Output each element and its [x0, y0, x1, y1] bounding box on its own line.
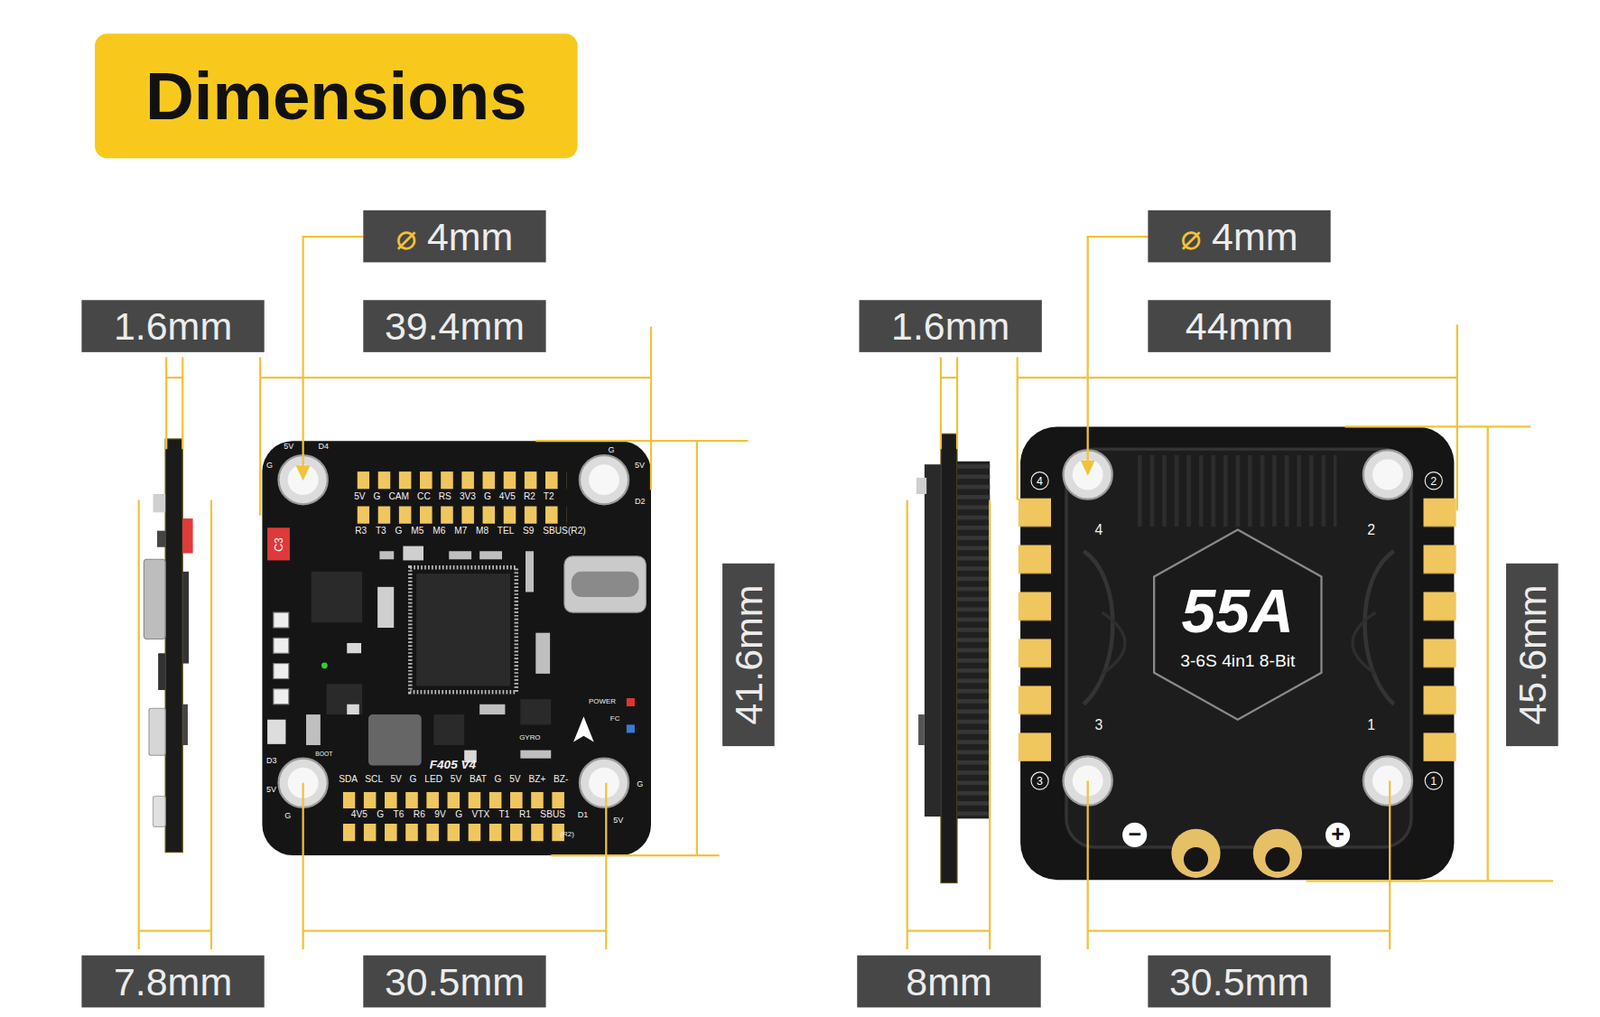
motor-number: 1 [1430, 774, 1437, 786]
corner-label: D3 [266, 757, 278, 766]
dimension-arrowheads [296, 460, 1096, 482]
motor-number: 2 [1430, 474, 1437, 486]
board-name: F405 V4 [429, 758, 476, 772]
diameter-symbol: ⌀ [1181, 218, 1202, 253]
dimension-tag: 8mm [856, 955, 1041, 1008]
diameter-symbol: ⌀ [396, 218, 418, 253]
component-label: C3 [272, 536, 284, 551]
motor-number: 3 [1036, 774, 1043, 786]
motor-circle: 3 [1030, 771, 1049, 790]
dimension-tag: ⌀ 4mm [1147, 210, 1331, 263]
polarity-sign: − [1127, 823, 1142, 847]
hexagon-shape [1153, 530, 1321, 720]
motor-number: 2 [1367, 522, 1376, 538]
rating-text: 55A [1181, 579, 1294, 642]
dimension-tag: ⌀ 4mm [362, 210, 546, 263]
motor-number: 4 [1036, 474, 1043, 486]
dimension-value: 30.5mm [1169, 961, 1310, 1001]
pin-label: (R2) [559, 829, 574, 838]
dimension-value: 30.5mm [384, 961, 525, 1001]
corner-label: G [266, 461, 273, 470]
button-label: BOOT [315, 751, 333, 758]
dimension-tag: 30.5mm [362, 955, 546, 1008]
dimension-value: 39.4mm [384, 306, 525, 346]
component-marker: C3 [267, 527, 290, 560]
title-text: Dimensions [145, 62, 528, 131]
dimension-value: 1.6mm [891, 306, 1010, 346]
corner-label: D1 [577, 810, 589, 819]
corner-label: 5V [613, 816, 624, 825]
pin-labels: R3 T3 G M5 M6 M7 M8 TEL S9 SBUS(R2) [354, 526, 586, 536]
polarity-circle: + [1325, 822, 1350, 847]
led-label: GYRO [519, 734, 540, 742]
dimension-tag: 7.8mm [81, 955, 264, 1008]
motor-circle: 1 [1424, 771, 1443, 790]
dimension-value: 4mm [1211, 216, 1298, 256]
dimension-value: 44mm [1185, 306, 1294, 346]
pin-labels: 5V G CAM CC RS 3V3 G 4V5 R2 T2 [353, 492, 554, 502]
dimension-value: 7.8mm [113, 961, 233, 1001]
polarity-circle: − [1122, 822, 1147, 847]
corner-label: G [608, 446, 615, 455]
fc-side-view [143, 438, 193, 853]
dimension-value: 1.6mm [113, 306, 233, 346]
motor-circle: 2 [1424, 471, 1443, 490]
pin-labels: SDA SCL 5V G LED 5V BAT G 5V BZ+ BZ- [338, 774, 568, 784]
dimension-tag: 45.6mm [1505, 562, 1558, 745]
dimension-tag: 41.6mm [722, 562, 775, 745]
motor-circle: 4 [1030, 471, 1049, 490]
motor-number: 1 [1367, 716, 1376, 732]
motor-number: 3 [1095, 716, 1104, 732]
corner-label: 5V [266, 785, 277, 794]
esc-side-view [916, 433, 990, 883]
polarity-sign: + [1330, 823, 1345, 847]
title-banner: Dimensions [94, 33, 578, 159]
corner-label: G [284, 812, 291, 821]
motor-number: 4 [1095, 522, 1104, 538]
dimension-value: 8mm [905, 961, 992, 1001]
dimension-value: 41.6mm [728, 584, 768, 725]
dimension-lines [139, 236, 1554, 949]
dimension-value: 4mm [427, 216, 513, 256]
dimension-tag: 44mm [1147, 299, 1331, 353]
corner-label: D2 [634, 497, 646, 506]
fc-board [261, 440, 652, 856]
corner-label: 5V [634, 461, 645, 470]
pin-labels: 4V5 G T6 R6 9V G VTX T1 R1 SBUS [351, 809, 566, 819]
corner-label: 5V [283, 442, 294, 451]
dimension-tag: 39.4mm [362, 299, 546, 353]
dimension-tag: 30.5mm [1147, 955, 1331, 1008]
corner-label: G [636, 781, 643, 790]
corner-label: D4 [318, 442, 330, 451]
dimension-value: 45.6mm [1512, 584, 1552, 725]
spec-text: 3-6S 4in1 8-Bit [1180, 651, 1295, 670]
led-label: POWER [588, 697, 616, 705]
dimension-tag: 1.6mm [859, 299, 1042, 353]
rating-hexagon: 55A 3-6S 4in1 8-Bit [1152, 527, 1324, 722]
dimension-tag: 1.6mm [81, 299, 264, 353]
led-label: FC [610, 714, 621, 722]
